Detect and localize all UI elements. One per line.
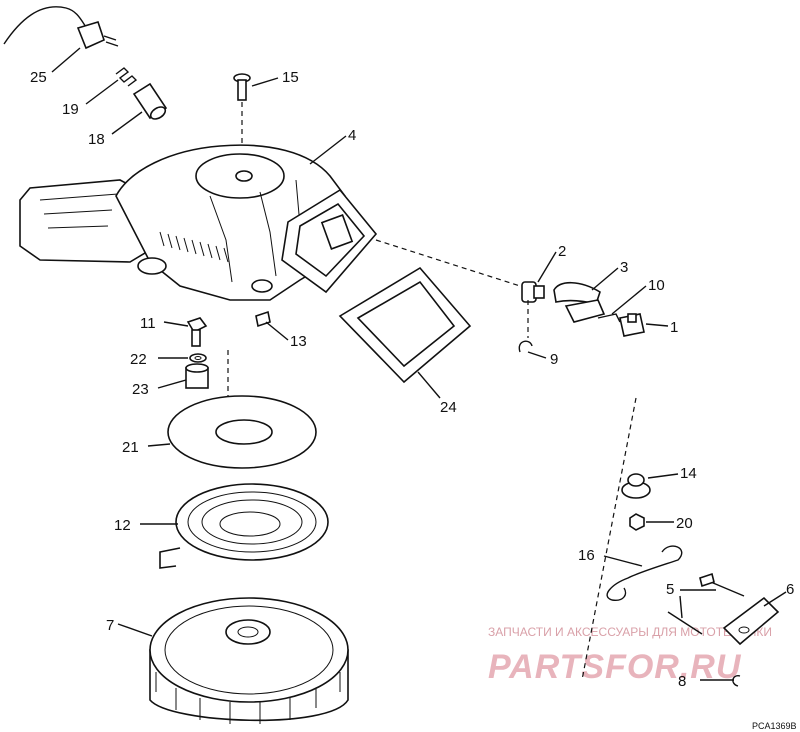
- part-9-clip: [518, 300, 533, 353]
- part-24-gasket: [338, 266, 472, 384]
- part-16-spring-clip: [606, 545, 683, 602]
- part-2-knob: [521, 281, 545, 303]
- callout-8: 8: [678, 673, 686, 690]
- part-25-cable-plug: [3, 6, 119, 50]
- leader-lines: [51, 47, 787, 681]
- callout-23: 23: [132, 381, 149, 398]
- callout-7: 7: [106, 617, 114, 634]
- part-18-pin: [132, 82, 168, 120]
- callout-20: 20: [676, 515, 693, 532]
- part-5-pawls: [667, 572, 745, 635]
- callout-18: 18: [88, 131, 105, 148]
- watermark-logo: PARTSFOR.RU: [488, 648, 742, 686]
- part-3-lever: [553, 281, 606, 323]
- callout-11: 11: [140, 315, 156, 332]
- part-10-pin: [597, 313, 621, 323]
- callout-13: 13: [290, 333, 307, 350]
- callout-14: 14: [680, 465, 697, 482]
- watermark-tagline: ЗАПЧАСТИ И АКСЕССУАРЫ ДЛЯ МОТОТЕХНИКИ: [488, 625, 772, 639]
- part-11-bolt: [186, 317, 208, 347]
- part-22-washer: [189, 353, 207, 363]
- callout-12: 12: [114, 517, 131, 534]
- drawing-code: PCA1369B: [752, 721, 797, 731]
- callout-15: 15: [282, 69, 299, 86]
- callout-19: 19: [62, 101, 79, 118]
- axis-dash-2: [581, 397, 637, 681]
- callout-25: 25: [30, 69, 47, 86]
- callout-24: 24: [440, 399, 457, 416]
- callout-6: 6: [786, 581, 794, 598]
- part-20-nut: [629, 513, 645, 531]
- callout-5: 5: [666, 581, 674, 598]
- callout-2: 2: [558, 243, 566, 260]
- part-21-washer-disc: [167, 395, 317, 469]
- callout-4: 4: [348, 127, 356, 144]
- callout-21: 21: [122, 439, 139, 456]
- part-12-recoil-spring: [159, 483, 329, 569]
- part-23-bushing: [185, 363, 209, 389]
- part-7-pulley: [149, 597, 349, 724]
- part-19-spring: [115, 67, 138, 87]
- part-24-handle-frame: [281, 188, 521, 294]
- part-6-pawl-plate: [722, 596, 780, 646]
- callout-9: 9: [550, 351, 558, 368]
- callout-16: 16: [578, 547, 595, 564]
- callout-1: 1: [670, 319, 678, 336]
- part-1-block: [619, 313, 645, 337]
- callout-3: 3: [620, 259, 628, 276]
- callout-10: 10: [648, 277, 665, 294]
- callout-22: 22: [130, 351, 147, 368]
- part-14-cap: [621, 473, 651, 499]
